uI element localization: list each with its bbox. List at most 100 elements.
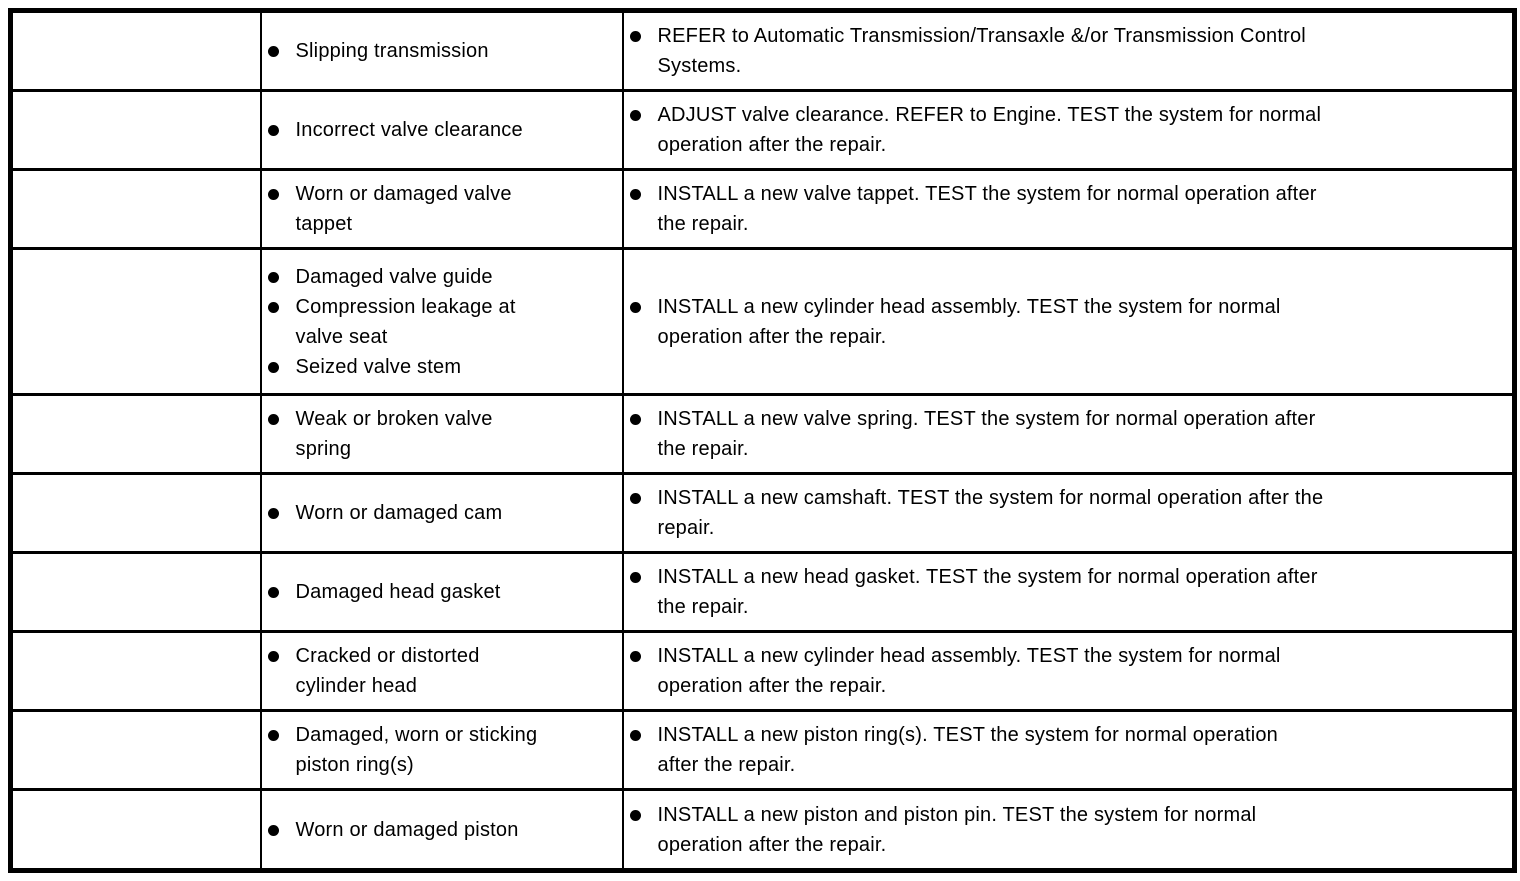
cause-text: Cracked or distorted cylinder head [295, 645, 480, 697]
bullet-icon [267, 824, 279, 836]
cause-item: Cracked or distorted cylinder head [267, 641, 616, 701]
action-text: ADJUST valve clearance. REFER to Engine.… [657, 104, 1322, 156]
bullet-icon [629, 809, 641, 821]
action-item: INSTALL a new cylinder head assembly. TE… [629, 641, 1507, 701]
troubleshooting-table: Slipping transmission REFER to Automatic… [8, 8, 1517, 873]
cause-text: Worn or damaged cam [295, 502, 503, 524]
bullet-icon [267, 730, 279, 741]
action-item: REFER to Automatic Transmission/Transaxl… [629, 21, 1507, 81]
condition-cell [9, 788, 262, 872]
bullet-icon [267, 46, 279, 57]
cause-text: Damaged, worn or sticking piston ring(s) [295, 724, 538, 776]
action-item: INSTALL a new cylinder head assembly. TE… [629, 292, 1507, 352]
condition-cell [9, 551, 262, 633]
table-row: Worn or damaged cam INSTALL a new camsha… [9, 472, 1516, 554]
bullet-icon [629, 110, 641, 121]
cause-item: Slipping transmission [267, 36, 616, 66]
cause-item: Damaged head gasket [267, 577, 616, 607]
actions-cell: INSTALL a new piston and piston pin. TES… [621, 788, 1516, 872]
cause-item: Worn or damaged valve tappet [267, 179, 616, 239]
cause-text: Worn or damaged valve tappet [295, 183, 512, 235]
cause-item: Seized valve stem [267, 352, 616, 382]
condition-cell [9, 630, 262, 712]
condition-cell [9, 472, 262, 554]
bullet-icon [267, 414, 279, 425]
action-text: INSTALL a new camshaft. TEST the system … [657, 487, 1324, 539]
table-body: Slipping transmission REFER to Automatic… [9, 9, 1516, 872]
cause-text: Slipping transmission [295, 40, 489, 62]
causes-cell: Worn or damaged cam [259, 472, 624, 554]
action-item: INSTALL a new camshaft. TEST the system … [629, 483, 1507, 543]
bullet-icon [629, 493, 641, 504]
cause-item: Incorrect valve clearance [267, 115, 616, 145]
cause-item: Worn or damaged piston [267, 815, 616, 845]
actions-cell: INSTALL a new piston ring(s). TEST the s… [621, 709, 1516, 791]
bullet-icon [267, 508, 279, 519]
bullet-icon [629, 651, 641, 662]
bullet-icon [267, 587, 279, 598]
bullet-icon [267, 271, 279, 283]
causes-cell: Damaged head gasket [259, 551, 624, 633]
cause-text: Seized valve stem [295, 355, 462, 378]
action-text: REFER to Automatic Transmission/Transaxl… [657, 25, 1306, 77]
actions-cell: INSTALL a new valve spring. TEST the sys… [621, 393, 1516, 475]
causes-cell: Cracked or distorted cylinder head [259, 630, 624, 712]
bullet-icon [267, 301, 279, 313]
cause-text: Damaged valve guide [295, 265, 493, 288]
condition-cell [9, 168, 262, 250]
causes-cell: Worn or damaged piston [259, 788, 624, 872]
cause-text: Weak or broken valve spring [295, 408, 493, 460]
action-item: INSTALL a new valve tappet. TEST the sys… [629, 179, 1507, 239]
bullet-icon [629, 31, 641, 42]
causes-cell: Slipping transmission [259, 9, 624, 92]
bullet-icon [267, 189, 279, 200]
cause-text: Incorrect valve clearance [295, 119, 523, 141]
condition-cell [9, 247, 262, 396]
causes-cell: Worn or damaged valve tappet [259, 168, 624, 250]
actions-cell: INSTALL a new head gasket. TEST the syst… [621, 551, 1516, 633]
action-text: INSTALL a new head gasket. TEST the syst… [657, 566, 1318, 618]
action-item: INSTALL a new valve spring. TEST the sys… [629, 404, 1507, 464]
causes-cell: Damaged, worn or sticking piston ring(s) [259, 709, 624, 791]
action-text: INSTALL a new piston ring(s). TEST the s… [657, 724, 1278, 776]
table-row: Damaged head gasket INSTALL a new head g… [9, 551, 1516, 633]
causes-cell: Weak or broken valve spring [259, 393, 624, 475]
cause-item: Damaged valve guide [267, 262, 616, 292]
action-text: INSTALL a new cylinder head assembly. TE… [657, 295, 1281, 348]
actions-cell: INSTALL a new valve tappet. TEST the sys… [621, 168, 1516, 250]
condition-cell [9, 709, 262, 791]
action-item: INSTALL a new piston ring(s). TEST the s… [629, 720, 1507, 780]
actions-cell: INSTALL a new cylinder head assembly. TE… [621, 630, 1516, 712]
actions-cell: INSTALL a new camshaft. TEST the system … [621, 472, 1516, 554]
cause-item: Weak or broken valve spring [267, 404, 616, 464]
action-text: INSTALL a new cylinder head assembly. TE… [657, 645, 1281, 697]
actions-cell: REFER to Automatic Transmission/Transaxl… [621, 9, 1516, 92]
table-row: Weak or broken valve spring INSTALL a ne… [9, 393, 1516, 475]
table-row: Slipping transmission REFER to Automatic… [9, 9, 1516, 92]
table-row: Damaged, worn or sticking piston ring(s)… [9, 709, 1516, 791]
action-item: INSTALL a new head gasket. TEST the syst… [629, 562, 1507, 622]
action-text: INSTALL a new valve tappet. TEST the sys… [657, 183, 1317, 235]
action-text: INSTALL a new piston and piston pin. TES… [657, 803, 1257, 856]
condition-cell [9, 9, 262, 92]
condition-cell [9, 393, 262, 475]
bullet-icon [629, 414, 641, 425]
cause-item: Compression leakage at valve seat [267, 292, 616, 352]
bullet-icon [629, 572, 641, 583]
action-text: INSTALL a new valve spring. TEST the sys… [657, 408, 1316, 460]
actions-cell: ADJUST valve clearance. REFER to Engine.… [621, 89, 1516, 171]
bullet-icon [267, 361, 279, 373]
causes-cell: Incorrect valve clearance [259, 89, 624, 171]
condition-cell [9, 89, 262, 171]
cause-text: Compression leakage at valve seat [295, 295, 516, 348]
bullet-icon [629, 730, 641, 741]
table-row: Worn or damaged piston INSTALL a new pis… [9, 788, 1516, 872]
bullet-icon [629, 301, 641, 313]
bullet-icon [629, 189, 641, 200]
table-row: Worn or damaged valve tappet INSTALL a n… [9, 168, 1516, 250]
action-item: INSTALL a new piston and piston pin. TES… [629, 800, 1507, 860]
cause-item: Damaged, worn or sticking piston ring(s) [267, 720, 616, 780]
